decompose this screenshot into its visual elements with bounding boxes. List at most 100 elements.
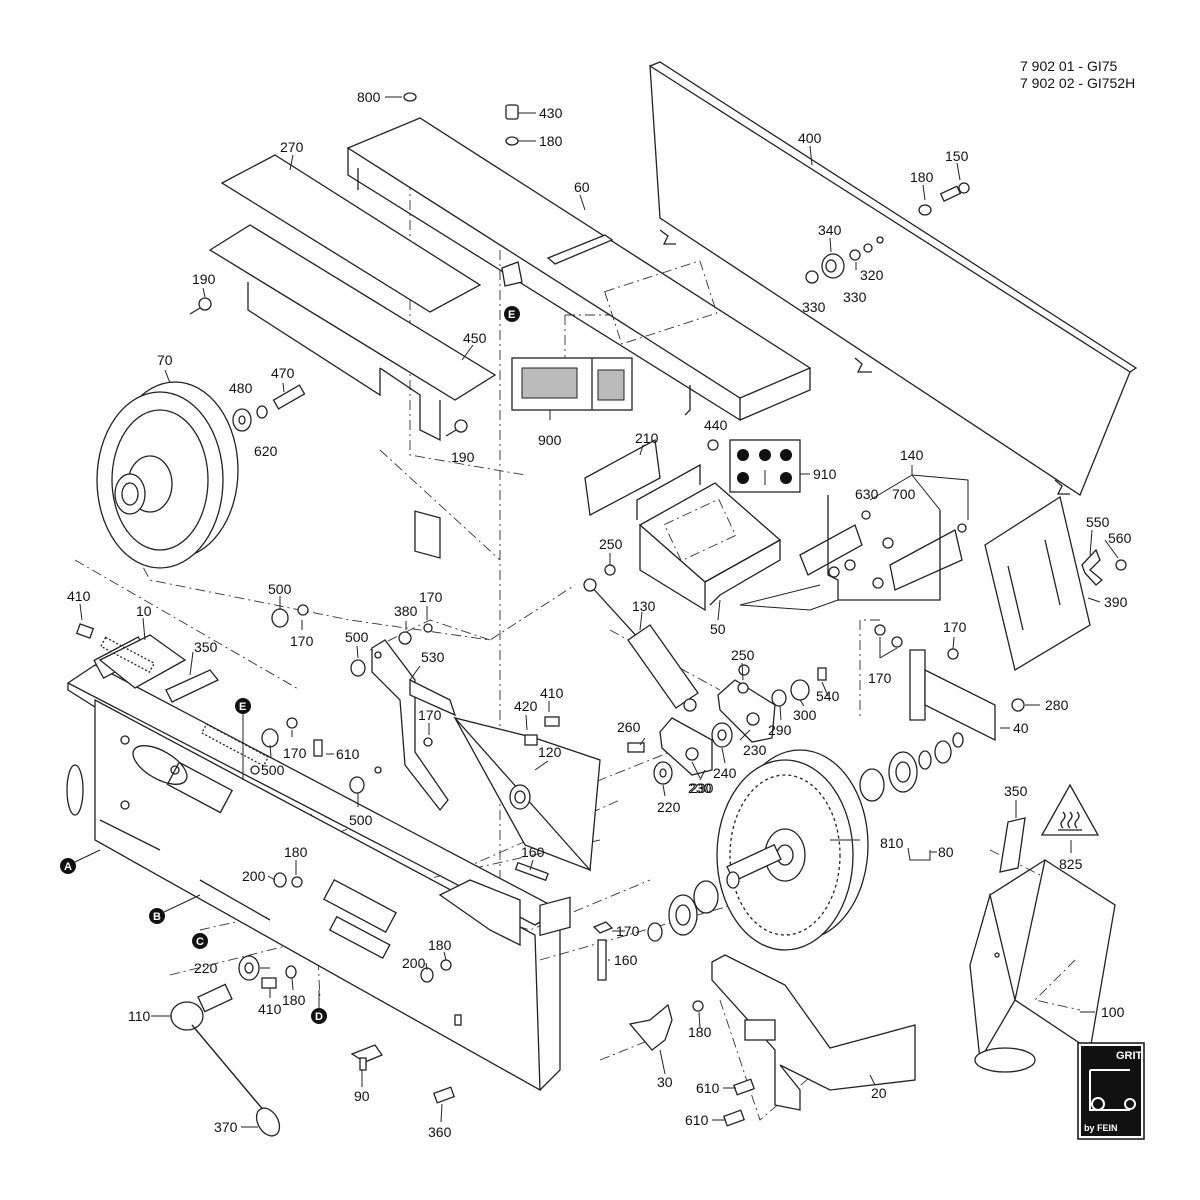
ref-letter-a: A <box>64 861 72 873</box>
callout-180-d: 180 <box>428 937 452 953</box>
part-610-screws <box>722 1078 756 1127</box>
part-300-nut-group <box>738 664 827 707</box>
callout-610-a: 610 <box>336 746 360 762</box>
callout-470: 470 <box>271 365 295 381</box>
ref-letter-d: D <box>315 1011 323 1023</box>
part-450-bracket <box>208 224 497 559</box>
callout-230-b: 230 <box>688 780 712 796</box>
callout-560: 560 <box>1108 530 1132 546</box>
part-190-screw-right <box>445 419 468 437</box>
callout-150: 150 <box>945 148 969 164</box>
part-810-bearings <box>647 732 964 942</box>
callout-190-a: 190 <box>192 271 216 287</box>
callout-390: 390 <box>1104 594 1128 610</box>
grit-logo-icon: GRIT by FEIN <box>1077 1042 1145 1140</box>
part-500-washer-group <box>261 604 323 757</box>
callout-labels: 800 430 180 270 60 400 150 180 340 320 3… <box>67 89 1132 1140</box>
callout-500-c: 500 <box>261 762 285 778</box>
part-440-nut <box>707 439 719 451</box>
part-360-screw <box>432 1086 456 1104</box>
part-150-screw <box>918 182 970 216</box>
callout-50: 50 <box>710 621 726 637</box>
part-430-screw <box>505 104 519 146</box>
callout-270: 270 <box>280 139 304 155</box>
part-110-lever <box>170 983 281 1137</box>
callout-500-b: 500 <box>345 629 369 645</box>
callout-190-b: 190 <box>451 449 475 465</box>
part-230-plates <box>627 679 776 785</box>
callout-260: 260 <box>617 719 641 735</box>
callout-370: 370 <box>214 1119 238 1135</box>
callout-410-c: 410 <box>258 1001 282 1017</box>
part-190-screw-left <box>189 297 212 315</box>
callout-180-c: 180 <box>284 844 308 860</box>
callout-450: 450 <box>463 330 487 346</box>
callout-300: 300 <box>793 707 817 723</box>
callout-700: 700 <box>892 486 916 502</box>
part-480-washer <box>232 384 306 432</box>
callout-350-b: 350 <box>1004 783 1028 799</box>
part-140-bracket <box>799 495 967 601</box>
callout-250-a: 250 <box>599 536 623 552</box>
callout-80: 80 <box>938 844 954 860</box>
callout-910: 910 <box>813 466 837 482</box>
callout-380: 380 <box>394 603 418 619</box>
part-400-guard <box>649 61 1138 496</box>
part-210-plate <box>584 438 661 517</box>
callout-230-c: 230 <box>690 780 714 796</box>
callout-230-a: 230 <box>743 742 767 758</box>
callout-30: 30 <box>657 1074 673 1090</box>
ref-letter-e-mid: E <box>239 701 246 713</box>
callout-170-c: 170 <box>283 745 307 761</box>
callout-620: 620 <box>254 443 278 459</box>
logo-fein-text: by FEIN <box>1084 1123 1118 1133</box>
callout-550: 550 <box>1086 514 1110 530</box>
callout-170-a: 170 <box>290 633 314 649</box>
part-220-washer-left <box>238 955 297 989</box>
callout-410-a: 410 <box>67 588 91 604</box>
part-800-screw <box>403 92 417 102</box>
callout-250-b: 250 <box>731 647 755 663</box>
exploded-view-sticker-icon <box>511 357 633 411</box>
safety-labels-icon <box>729 439 801 493</box>
callout-410-b: 410 <box>540 685 564 701</box>
ref-letter-e-top: E <box>508 309 515 321</box>
part-270-plate <box>220 154 482 313</box>
callout-20: 20 <box>871 1085 887 1101</box>
callout-160-b: 160 <box>614 952 638 968</box>
callout-200-a: 200 <box>242 868 266 884</box>
part-410-screw-left <box>75 623 95 639</box>
callout-240: 240 <box>713 765 737 781</box>
callout-160-a: 160 <box>521 844 545 860</box>
part-90-wing-bolt <box>350 1044 383 1071</box>
callout-170-b: 170 <box>419 589 443 605</box>
warning-hot-surface-icon <box>1040 783 1100 836</box>
reference-letters: E E A B C D <box>60 306 520 1024</box>
callout-40: 40 <box>1013 720 1029 736</box>
callout-630: 630 <box>855 486 879 502</box>
callout-440: 440 <box>704 417 728 433</box>
model-line-2: 7 902 02 - GI752H <box>1020 75 1135 91</box>
callout-100: 100 <box>1101 1004 1125 1020</box>
callout-10: 10 <box>136 603 152 619</box>
callout-170-g: 170 <box>616 923 640 939</box>
callout-220-a: 220 <box>657 799 681 815</box>
callout-500-d: 500 <box>349 812 373 828</box>
callout-800: 800 <box>357 89 381 105</box>
model-line-1: 7 902 01 - GI75 <box>1020 58 1118 74</box>
logo-grit-text: GRIT <box>1116 1050 1143 1062</box>
callout-leaders <box>79 96 1119 1128</box>
ref-letter-c: C <box>196 936 204 948</box>
callout-430: 430 <box>539 105 563 121</box>
callout-290: 290 <box>768 722 792 738</box>
callout-180-f: 180 <box>688 1024 712 1040</box>
part-80-drive-wheel <box>716 749 869 951</box>
part-160-bolt-vertical <box>592 921 614 981</box>
callout-340: 340 <box>818 222 842 238</box>
callout-400: 400 <box>798 130 822 146</box>
callout-900: 900 <box>538 432 562 448</box>
part-60-rail <box>346 117 812 422</box>
part-100-cover <box>969 858 1116 1073</box>
callout-530: 530 <box>421 649 445 665</box>
callout-350-a: 350 <box>194 639 218 655</box>
